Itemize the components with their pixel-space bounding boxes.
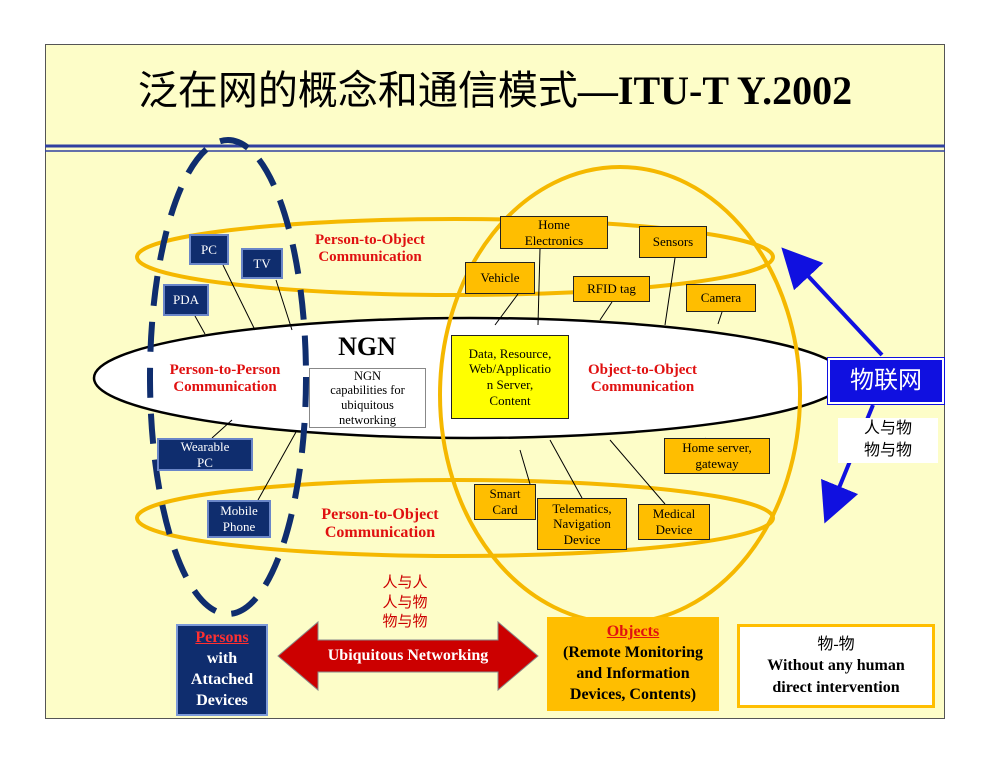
title-english: —ITU-T Y.2002 [577,68,853,113]
object-rfid-tag: RFID tag [573,276,650,302]
title-chinese: 泛在网的概念和通信模式 [137,68,578,113]
page-title: 泛在网的概念和通信模式—ITU-T Y.2002 [45,58,945,116]
ngn-title: NGN [338,332,396,361]
device-tv: TV [241,248,283,279]
ubiquitous-networking-label: Ubiquitous Networking [327,647,489,664]
object-home-server: Home server,gateway [664,438,770,474]
ubiquitous-networking-arrow [277,620,539,692]
top-p2o-ring [135,217,775,297]
device-pc: PC [189,234,229,265]
iot-subtitle: 人与物物与物 [838,418,938,463]
comm-modes: 人与人人与物物与物 [382,575,428,630]
iot-badge: 物联网 [827,357,945,405]
persons-ring [147,137,309,617]
iot-arrow-up [781,247,884,357]
object-camera: Camera [686,284,756,312]
object-sensors: Sensors [639,226,707,258]
device-pda: PDA [163,284,209,316]
o2o-note-box: 物-物 Without any human direct interventio… [737,624,935,708]
object-vehicle: Vehicle [465,262,535,294]
